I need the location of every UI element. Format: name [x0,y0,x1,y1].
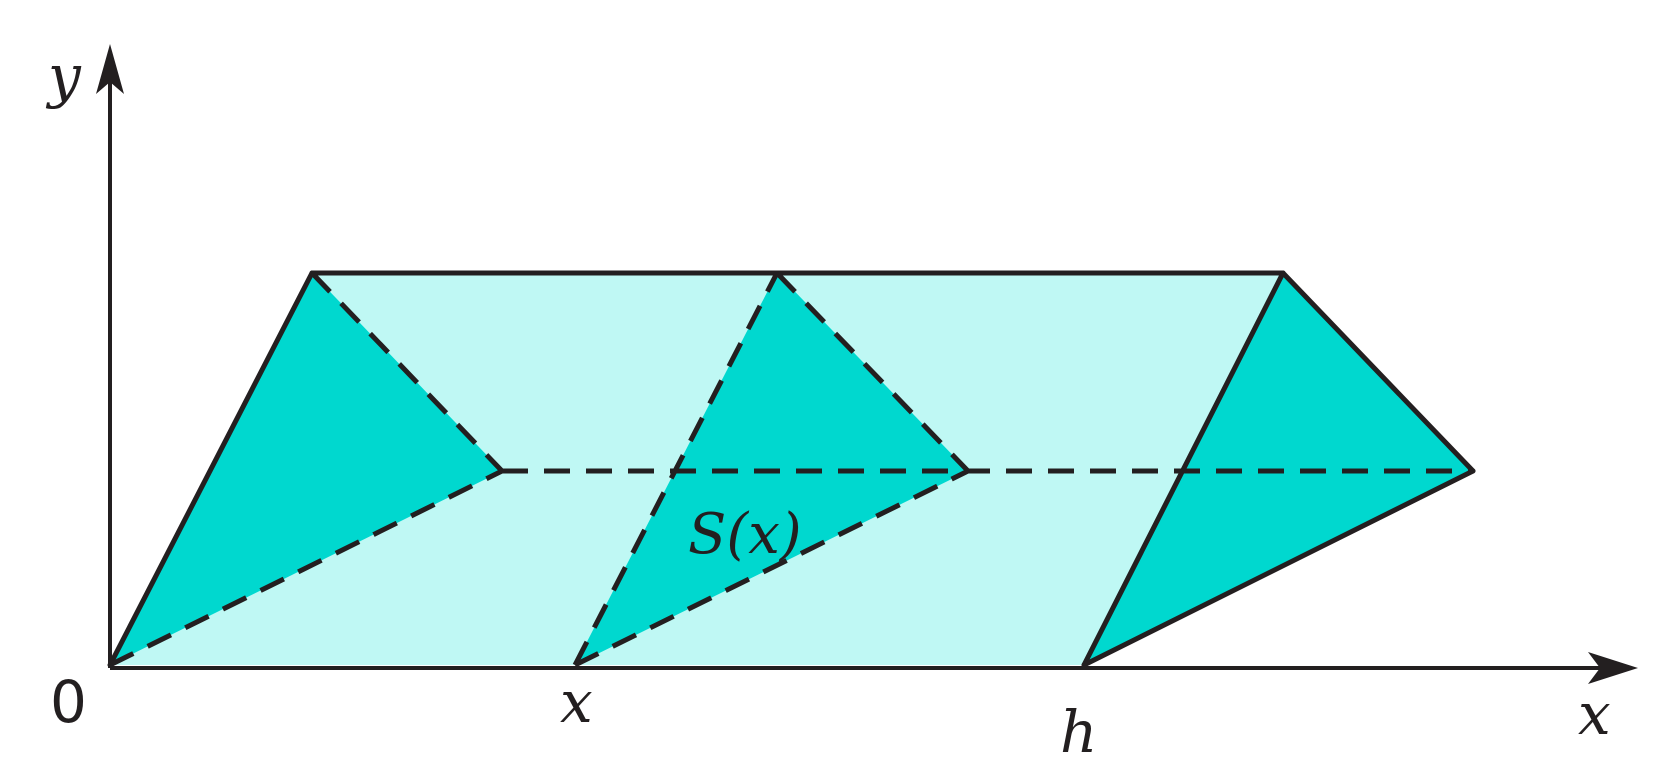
section-edge-left [572,271,780,667]
hidden-left-slope [310,271,504,473]
edge-right-slope [1280,270,1476,474]
y-axis-label: y [45,42,82,110]
origin-label: 0 [50,668,87,736]
hidden-left-bottom [108,468,504,668]
x-axis-arrowhead [1588,652,1638,684]
x-axis-label: x [1578,680,1611,748]
y-axis-arrowhead [96,44,124,94]
section-edge-right [775,271,970,473]
h-position-label: h [1060,698,1097,766]
hidden-edges [108,271,1473,668]
section-area-label: S(x) [688,502,802,567]
solid-edges [107,270,1476,668]
edge-left-side [107,270,315,668]
edge-right-bottom [1081,468,1476,668]
section-edge-bottom [573,468,970,668]
axes [108,78,1610,670]
x-position-label: x [560,668,593,736]
